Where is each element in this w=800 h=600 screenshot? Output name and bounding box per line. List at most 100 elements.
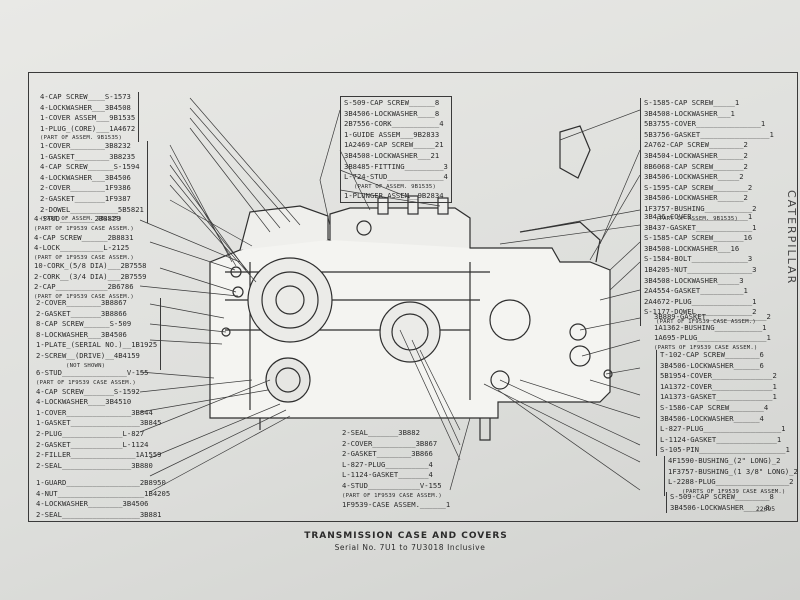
part-label: 5B3755-COVER_______________1 xyxy=(644,119,766,129)
part-label: 4-LOCK__________L-2125 xyxy=(34,243,130,253)
part-note: (PART OF ASSEM. 9B1535) xyxy=(40,135,123,142)
part-label: S-509-CAP SCREW______8 xyxy=(344,98,440,107)
part-note: (PART OF 1F9539 CASE ASSEM.) xyxy=(34,254,134,261)
part-label: 3B4508-LOCKWASHER___21 xyxy=(344,150,440,160)
part-label: 1-COVER ASSEM___9B1535 xyxy=(40,113,136,123)
part-label: S-1586-CAP SCREW________4 xyxy=(660,402,769,412)
part-label: 1-PLATE_(SERIAL NO.)__1B1925 xyxy=(36,340,158,350)
right-parts-group-6: S-509-CAP SCREW________8 3B4506-LOCKWASH… xyxy=(666,492,774,514)
part-label: 2-CORK__(3/4 DIA)___2B7559 xyxy=(34,271,147,281)
part-note: (PART OF 1F9539 CASE ASSEM.) xyxy=(34,293,134,300)
part-label: 2A4554-GASKET__________1 xyxy=(644,286,748,296)
diagram-frame xyxy=(28,72,798,522)
part-label: S-509-CAP SCREW________8 xyxy=(670,492,774,501)
part-label: 1-PLUG_(CORE)___1A4672 xyxy=(40,123,136,133)
part-label: S-1595-CAP SCREW________2 xyxy=(644,182,753,192)
part-label: 2-FILLER_______________1A1559 xyxy=(36,450,162,460)
part-label: 2A762-CAP SCREW________2 xyxy=(644,140,748,150)
part-label: 1-GUARD_________________2B8950 xyxy=(36,478,166,487)
part-label: 4-LOCKWASHER____3B4510 xyxy=(36,397,132,407)
part-label: 3B4508-LOCKWASHER___1 xyxy=(644,108,735,118)
part-note: (PART OF 1F9539 CASE ASSEM.) xyxy=(36,379,136,386)
part-label: 4-CAP SCREW______2B8831 xyxy=(34,232,134,242)
part-label: 3B4504-LOCKWASHER______2 xyxy=(644,150,748,160)
part-label: S-1585-CAP SCREW_______16 xyxy=(644,233,753,243)
part-label: L-1124-GASKET______________1 xyxy=(660,434,782,444)
right-parts-group-2: 3B436-COVER_____________1 3B437-GASKET__… xyxy=(640,212,757,326)
right-parts-group-4: T-102-CAP SCREW________6 3B4506-LOCKWASH… xyxy=(656,350,790,456)
part-label: 2-GASKET_______1F9387 xyxy=(40,193,131,203)
part-label: 3B436-COVER_____________1 xyxy=(644,212,753,221)
left-parts-group-4: 10-CORK_(5/8 DIA)___2B7558 2-CORK__(3/4 … xyxy=(34,261,147,301)
part-label: 1F3757-BUSHING___________2 xyxy=(644,203,757,213)
part-label: 4-STUD________2B8829 xyxy=(34,214,121,223)
part-note: (PARTS OF 1F9539 CASE ASSEM.) xyxy=(682,488,786,495)
part-note: (PART OF 1F9539 CASE ASSEM.) xyxy=(34,225,134,232)
part-note: (PART OF ASSEM. 9B1535) xyxy=(354,183,437,190)
part-label: 1-GUIDE ASSEM___9B2833 xyxy=(344,129,440,139)
part-label: 2-SCREW__(DRIVE)__4B4159 xyxy=(36,350,140,360)
part-label: 2-DOWEL___________5B5821 xyxy=(40,204,144,214)
part-label: 2-GASKET________3B866 xyxy=(342,449,433,459)
part-label: 1A1373-GASKET_____________1 xyxy=(660,392,777,402)
part-label: T-102-CAP SCREW________6 xyxy=(660,350,764,359)
part-label: L-827-PLUG__________4 xyxy=(342,459,433,469)
part-label: 2-GASKET____________L-1124 xyxy=(36,439,149,449)
part-label: 2B7556-CORK___________4 xyxy=(344,119,444,129)
part-label: 3B4506-LOCKWASHER______6 xyxy=(660,360,764,370)
part-label: 4-NUT____________________1B4205 xyxy=(36,488,171,498)
part-label: 2A4672-PLUG______________1 xyxy=(644,296,757,306)
part-label: 2-CAP____________2B6786 xyxy=(34,282,134,292)
part-note: (PART OF 1F9539 CASE ASSEM.) xyxy=(656,318,756,325)
part-note: (PART OF 1F9539 CASE ASSEM.) xyxy=(342,492,442,499)
part-label: 4-LOCKWASHER___3B4506 xyxy=(40,172,131,182)
left-parts-group-2: 1-COVER________3B8232 1-GASKET________3B… xyxy=(40,141,148,224)
part-label: 1-GASKET________3B8235 xyxy=(40,151,136,161)
right-parts-group-3: 3B889-GASKET______________2 1A1362-BUSHI… xyxy=(654,312,771,352)
part-label: L-1124-GASKET_______4 xyxy=(342,470,433,480)
part-label: 10-CORK_(5/8 DIA)___2B7558 xyxy=(34,261,147,270)
part-label: 3B4506-LOCKWASHER_____8 xyxy=(670,502,770,512)
part-label: 1A1362-BUSHING___________1 xyxy=(654,322,767,332)
part-label: 2-SEAL__________________3B881 xyxy=(36,509,162,519)
part-label: 1A1372-COVER______________1 xyxy=(660,381,777,391)
part-label: S-1177-DOWEL_____________2 xyxy=(644,307,757,317)
top-center-parts-group: S-509-CAP SCREW______8 3B4506-LOCKWASHER… xyxy=(340,96,452,204)
part-label: 2-COVER__________3B867 xyxy=(342,438,438,448)
part-note: (PART OF ASSEM. 9B1535) xyxy=(40,216,123,223)
part-label: S-1584-BOLT_____________3 xyxy=(644,254,753,264)
part-label: 1-COVER_______________3B844 xyxy=(36,407,153,417)
part-label: 1-PLUNGER ASSEM__9B2834 xyxy=(344,190,444,200)
left-parts-group-6: 6-STUD_______________V-155 (PART OF 1F95… xyxy=(36,368,162,471)
part-label: L-2288-PLUG_________________2 xyxy=(668,477,794,487)
part-label: 4-LOCKWASHER___3B4508 xyxy=(40,102,131,112)
part-label: 3B889-GASKET______________2 xyxy=(654,312,771,321)
left-parts-group-3: 4-STUD________2B8829 (PART OF 1F9539 CAS… xyxy=(34,214,134,262)
part-label: 4-LOCKWASHER________3B4506 xyxy=(36,499,149,509)
part-label: S-1585-CAP SCREW_____1 xyxy=(644,98,740,107)
part-label: L-827-PLUG__________________1 xyxy=(660,424,786,434)
part-label: 2-PLUG______________L-827 xyxy=(36,428,145,438)
part-note: (NOT SHOWN) xyxy=(66,362,106,369)
part-label: 4F1590-BUSHING_(2" LONG)_2 xyxy=(668,456,781,465)
part-label: 8-CAP SCREW______S-509 xyxy=(36,319,132,329)
part-label: 1-GASKET________________3B845 xyxy=(36,418,162,428)
part-label: 3B8485-FITTING_________3 xyxy=(344,161,448,171)
part-label: 3B4506-LOCKWASHER______4 xyxy=(660,413,764,423)
left-parts-group-5: 2-COVER________3B8867 2-GASKET_______3B8… xyxy=(36,298,162,370)
right-parts-group-5: 4F1590-BUSHING_(2" LONG)_2 1F3757-BUSHIN… xyxy=(664,456,798,496)
figure-number: 22695 xyxy=(756,506,776,513)
part-note: (PARTS OF 1F9539 CASE ASSEM.) xyxy=(654,344,758,351)
part-label: 4-CAP SCREW_______S-1592 xyxy=(36,386,140,396)
part-label: 3B4506-LOCKWASHER____8 xyxy=(344,108,440,118)
part-label: 5B3756-GASKET________________1 xyxy=(644,129,774,139)
part-label: 4-STUD____________V-155 xyxy=(342,480,442,490)
part-label: S-105-PIN____________________1 xyxy=(660,445,790,455)
part-label: 3B4506-LOCKWASHER_____2 xyxy=(644,172,744,182)
part-label: 5B1954-COVER______________2 xyxy=(660,371,777,381)
diagram-title: TRANSMISSION CASE AND COVERS xyxy=(304,531,508,541)
left-parts-group-1: 4-CAP SCREW____S-1573 4-LOCKWASHER___3B4… xyxy=(40,92,140,143)
part-label: 1F9539-CASE ASSEM.______1 xyxy=(342,499,451,509)
